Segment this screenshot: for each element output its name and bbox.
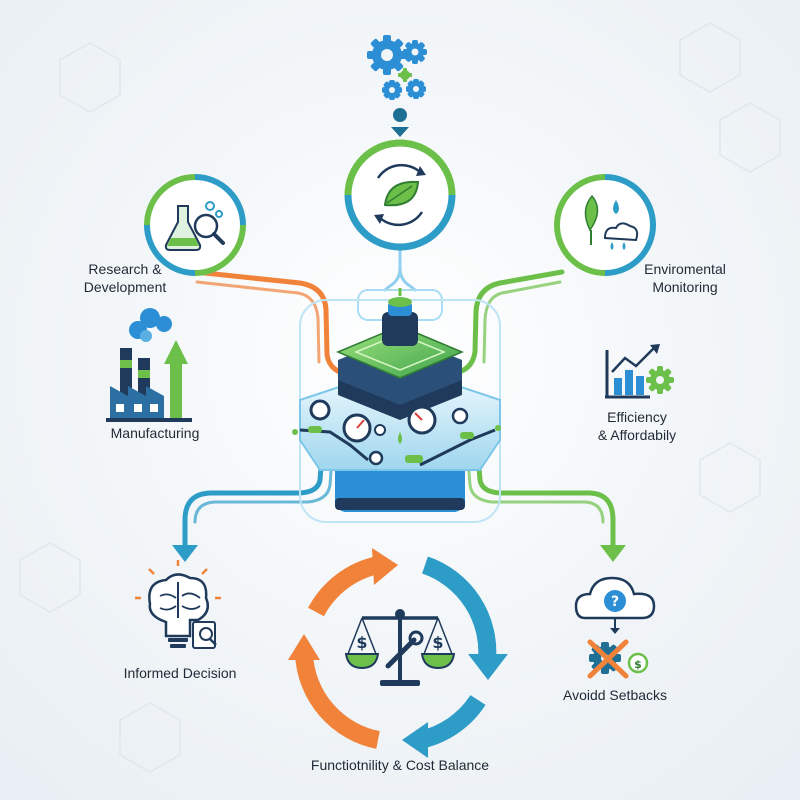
balance-scale-icon: $ $ xyxy=(344,609,456,686)
label-balance: Functiotnility & Cost Balance xyxy=(310,757,490,773)
dollar-symbol-setbacks: $ xyxy=(634,658,642,671)
label-informed-decision: Informed Decision xyxy=(123,665,237,681)
wrench-icon xyxy=(385,630,424,669)
question-mark: ? xyxy=(611,594,619,610)
lab-flask-icon xyxy=(144,174,246,276)
growth-chart-icon xyxy=(605,344,674,399)
connector-top xyxy=(383,246,402,292)
dollar-symbol-left: $ xyxy=(356,633,367,652)
label-efficiency-line1: Efficiency xyxy=(607,409,667,425)
cycle-arrows xyxy=(288,548,508,758)
gears-icon xyxy=(367,35,427,122)
label-environmental-line1: Enviromental xyxy=(644,261,726,277)
arrow-top xyxy=(391,127,409,137)
cloud-question-icon: ? xyxy=(574,576,656,634)
label-research-line1: Research & xyxy=(88,261,162,277)
label-environmental-line2: Monitoring xyxy=(652,279,718,295)
label-research: Research & Development xyxy=(70,260,180,296)
label-environmental: Enviromental Monitoring xyxy=(620,260,750,296)
crossed-gear-icon: $ xyxy=(587,639,649,679)
central-platform xyxy=(292,288,501,512)
brain-lightbulb-icon xyxy=(135,560,221,649)
connector-environmental xyxy=(447,269,565,377)
dollar-symbol-right: $ xyxy=(432,633,443,652)
label-efficiency: Efficiency & Affordabily xyxy=(572,408,702,444)
label-efficiency-line2: & Affordabily xyxy=(597,427,677,443)
arrow-setbacks xyxy=(600,545,626,562)
connector-informed xyxy=(182,452,325,548)
connector-research xyxy=(192,269,355,378)
gauge-icon xyxy=(309,399,469,466)
label-manufacturing: Manufacturing xyxy=(110,425,200,441)
label-research-line2: Development xyxy=(83,279,167,295)
hexagon-background xyxy=(19,22,781,773)
connector-setbacks xyxy=(475,452,616,548)
leaf-cycle-icon xyxy=(344,139,456,251)
plant-water-icon xyxy=(554,174,656,276)
arrow-informed xyxy=(172,545,198,562)
factory-icon xyxy=(106,308,192,422)
label-avoid-setbacks: Avoidd Setbacks xyxy=(562,687,668,703)
